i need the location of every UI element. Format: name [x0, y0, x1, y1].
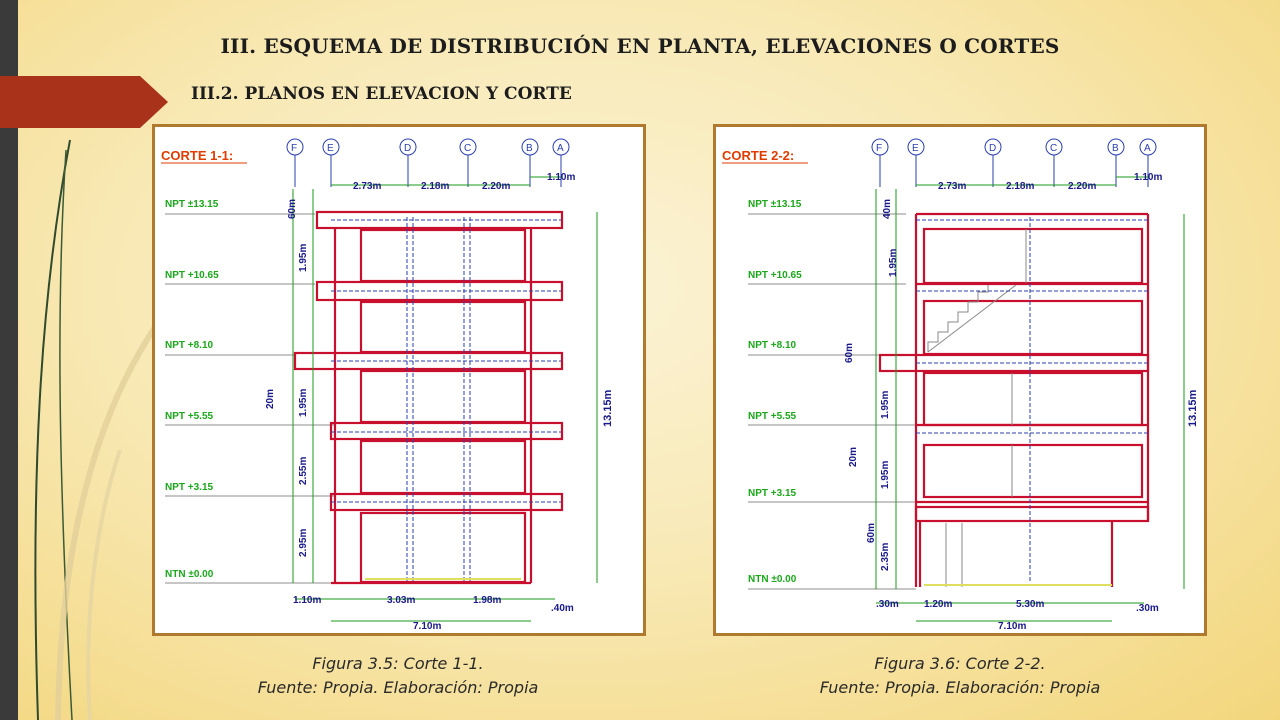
level-label: NPT +10.65 [748, 270, 802, 281]
left-dim: 1.95m [298, 389, 309, 417]
axis-e-label: E [327, 143, 334, 154]
caption-title: Figura 3.5: Corte 1-1. [312, 654, 484, 673]
top-dim-4: 1.10m [547, 172, 575, 183]
bottom-dim: .30m [1136, 603, 1159, 614]
level-label: NPT +8.10 [165, 340, 214, 351]
level-label: NPT +3.15 [748, 488, 797, 499]
top-dim-2: 2.18m [1006, 181, 1034, 192]
left-dim: 60m [866, 523, 877, 543]
section-arrow-marker [0, 76, 168, 128]
bottom-dim: 1.98m [473, 595, 501, 606]
bottom-dim: .30m [876, 599, 899, 610]
level-label: NPT +10.65 [165, 270, 219, 281]
top-dim-1: 2.73m [938, 181, 966, 192]
top-dim-3: 2.20m [482, 181, 510, 192]
level-label: NPT ±13.15 [165, 199, 219, 210]
level-label: NPT +5.55 [748, 411, 797, 422]
level-label: NPT +5.55 [165, 411, 214, 422]
axis-e-label: E [912, 143, 919, 154]
level-label: NPT ±13.15 [748, 199, 802, 210]
slide-subtitle: III.2. PLANOS EN ELEVACION Y CORTE [191, 84, 572, 104]
total-dim: 7.10m [413, 621, 441, 632]
top-dim-1: 2.73m [353, 181, 381, 192]
left-dim: 60m [287, 199, 298, 219]
axis-b-label: B [1112, 143, 1119, 154]
axis-c-label: C [464, 143, 471, 154]
left-dim: 2.55m [298, 457, 309, 485]
total-dim: 7.10m [998, 621, 1026, 632]
drawing-title: CORTE 1-1: [161, 148, 233, 163]
level-label: NPT +8.10 [748, 340, 797, 351]
axis-a-label: A [557, 143, 564, 154]
left-dim: 1.95m [298, 244, 309, 272]
section-drawing-2: CORTE 2-2: F E D C B A 2.73m 2.18m 2.20m… [713, 124, 1207, 636]
level-label: NPT +3.15 [165, 482, 214, 493]
bottom-dim: 1.10m [293, 595, 321, 606]
axis-d-label: D [989, 143, 996, 154]
left-dim: 20m [848, 447, 859, 467]
left-dim: 2.35m [880, 543, 891, 571]
bottom-dim: 3.03m [387, 595, 415, 606]
left-dim: 1.95m [880, 461, 891, 489]
drawing-title: CORTE 2-2: [722, 148, 794, 163]
axis-f-label: F [876, 143, 882, 154]
figure-caption-2: Figura 3.6: Corte 2-2. Fuente: Propia. E… [680, 652, 1240, 700]
left-dim: 40m [882, 199, 893, 219]
section-drawing-1: CORTE 1-1: F E D C B A 2.73m 2.18m 2.20m… [152, 124, 646, 636]
left-sidebar-bar [0, 0, 18, 720]
left-dim: 1.95m [880, 391, 891, 419]
bottom-dim: 1.20m [924, 599, 952, 610]
decorative-swirl [34, 139, 163, 720]
slide-title: III. ESQUEMA DE DISTRIBUCIÓN EN PLANTA, … [220, 34, 1060, 58]
left-dim: 20m [265, 389, 276, 409]
axis-f-label: F [291, 143, 297, 154]
caption-source: Fuente: Propia. Elaboración: Propia [257, 678, 539, 697]
left-dim: 1.95m [888, 249, 899, 277]
bottom-dim: .40m [551, 603, 574, 614]
left-dim: 60m [844, 343, 855, 363]
caption-title: Figura 3.6: Corte 2-2. [874, 654, 1046, 673]
height-dim: 13.15m [1187, 389, 1199, 427]
level-label: NTN ±0.00 [165, 569, 214, 580]
top-dim-3: 2.20m [1068, 181, 1096, 192]
top-dim-4: 1.10m [1134, 172, 1162, 183]
top-dim-2: 2.18m [421, 181, 449, 192]
left-dim: 2.95m [298, 529, 309, 557]
figure-caption-1: Figura 3.5: Corte 1-1. Fuente: Propia. E… [118, 652, 678, 700]
axis-b-label: B [526, 143, 533, 154]
axis-a-label: A [1144, 143, 1151, 154]
level-label: NTN ±0.00 [748, 574, 797, 585]
axis-c-label: C [1050, 143, 1057, 154]
height-dim: 13.15m [602, 389, 614, 427]
axis-d-label: D [404, 143, 411, 154]
caption-source: Fuente: Propia. Elaboración: Propia [819, 678, 1101, 697]
bottom-dim: 5.30m [1016, 599, 1044, 610]
